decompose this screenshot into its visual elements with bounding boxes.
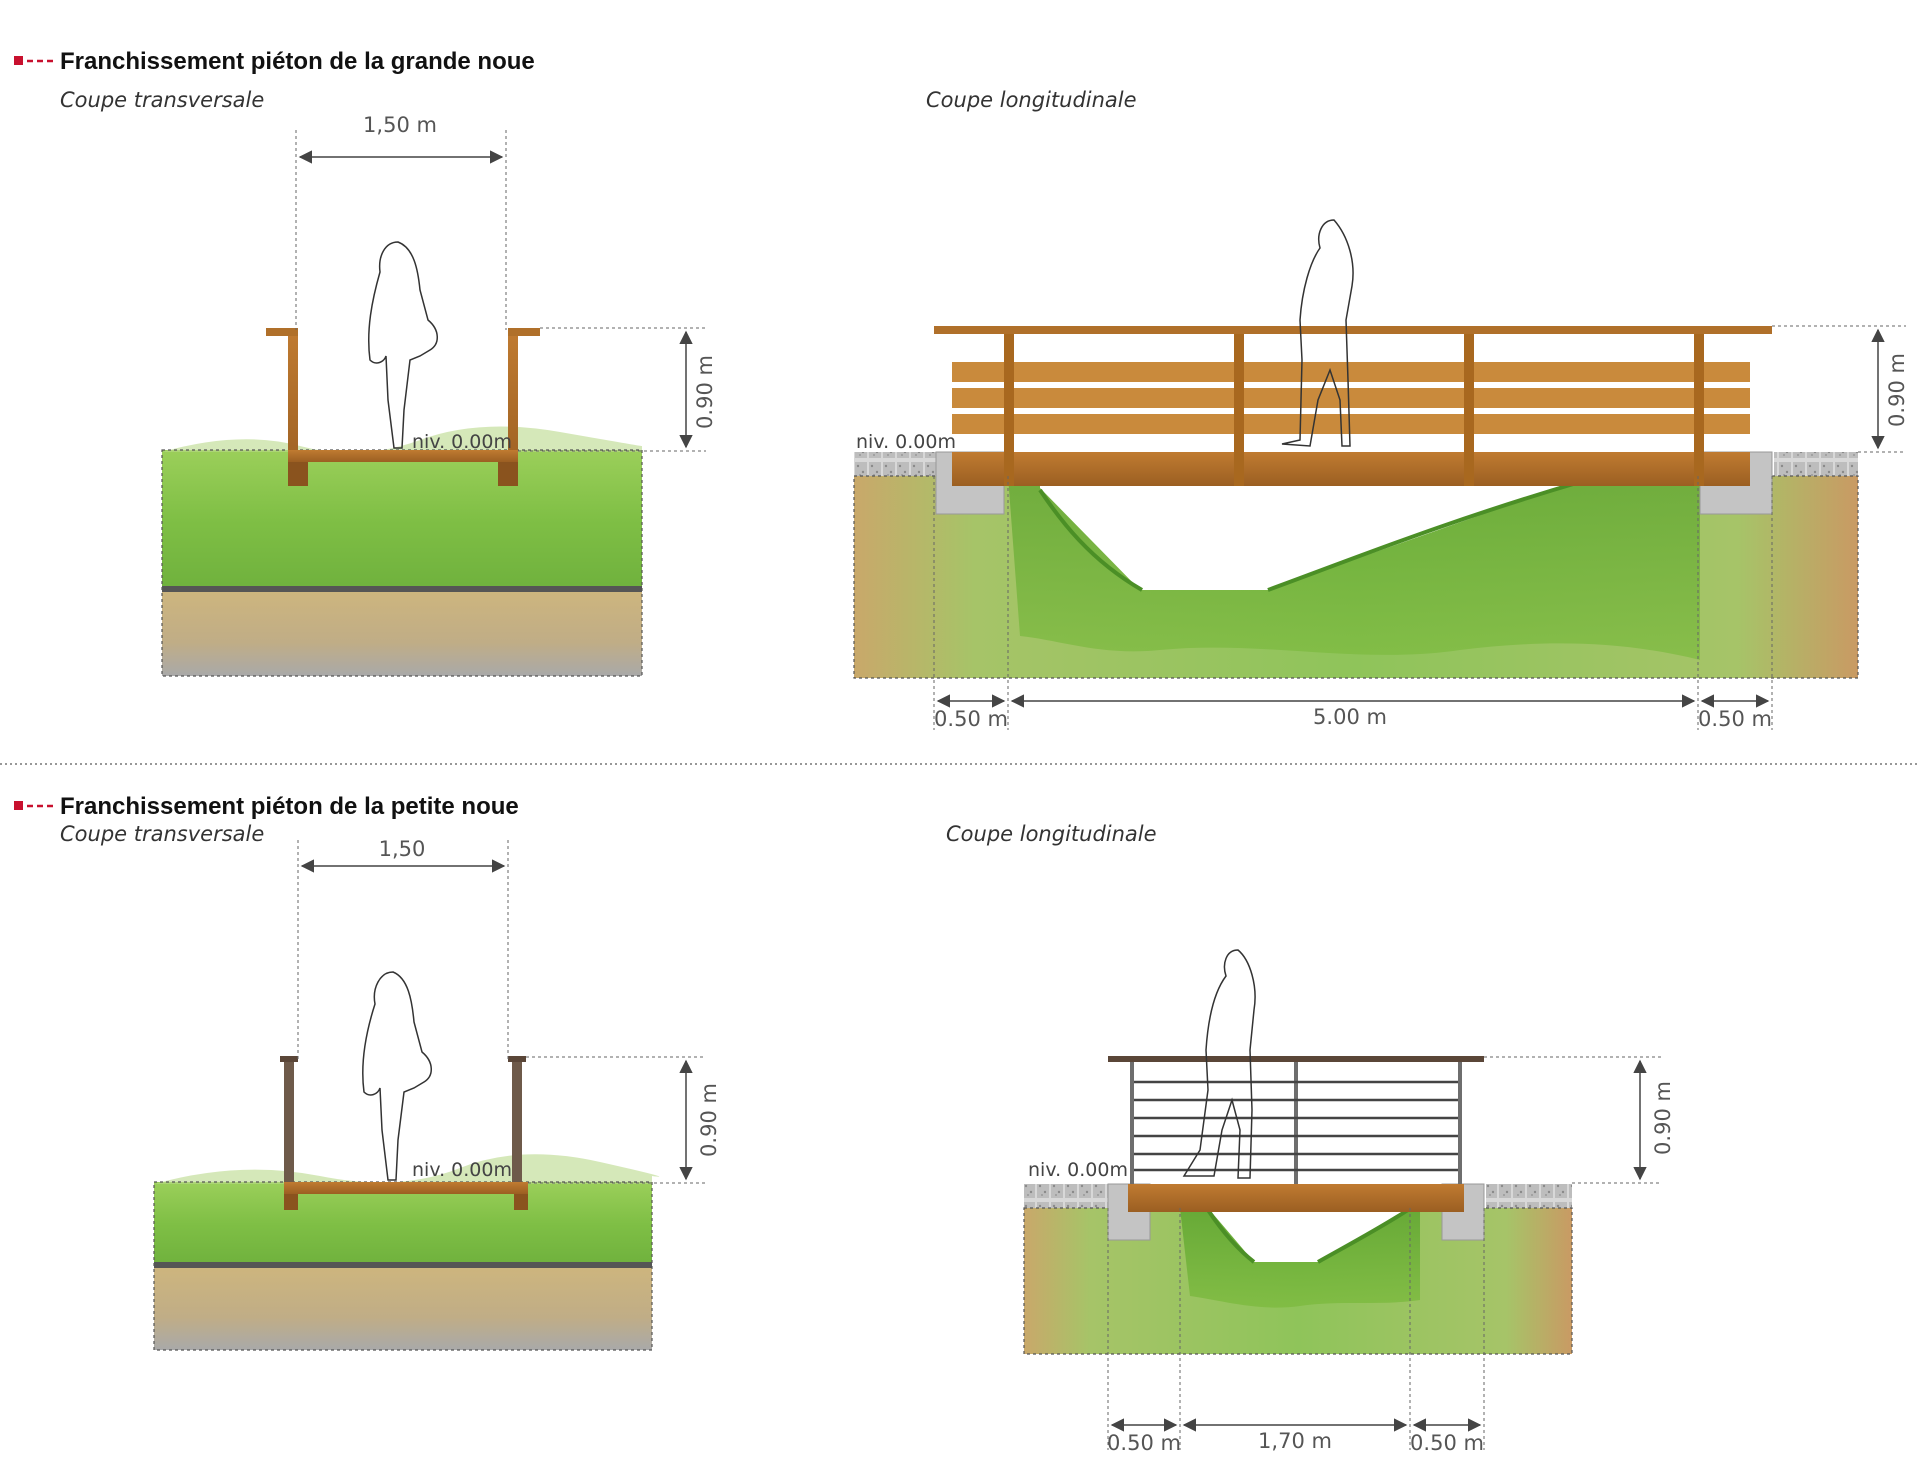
soil-layer [162,592,642,676]
dim-span: 1,70 m [1258,1429,1332,1453]
height-dimension: 0.90 m [1651,1081,1675,1155]
bridge-deck [1128,1184,1464,1212]
deck [284,1182,528,1194]
level-label: niv. 0.00m [412,431,512,453]
swale-banks [1206,1208,1410,1264]
left-handrail [266,328,298,336]
swale-opening [1040,476,1590,590]
transversal-section: 1,50 0.90 m niv. 0.00m [153,837,721,1351]
right-handrail [508,328,540,336]
dim-left: 0.50 m [1107,1431,1181,1455]
swale-vegetation [1008,476,1700,660]
deck-support-left [288,462,308,486]
separation-membrane [154,1262,652,1268]
grass-layer [154,1182,652,1266]
grass-tufts [162,426,642,453]
section-title: Franchissement piéton de la petite noue [60,793,519,820]
grass-tufts [154,1154,660,1184]
transversal-label: Coupe transversale [60,88,264,112]
right-post [512,1060,522,1186]
paving-right [1774,452,1858,476]
swale-banks [1038,480,1581,592]
width-dimension: 1,50 m [363,113,437,137]
longitudinal-section: 0.90 m niv. 0.00m 0.50 m 5.00 m 0.50 m [853,219,1909,731]
left-post [284,1060,294,1186]
railing-post-3 [1464,334,1474,486]
height-dimension: 0.90 m [697,1083,721,1157]
level-label: niv. 0.00m [412,1159,512,1181]
railing-post-2 [1234,334,1244,486]
paving-left [1024,1184,1110,1208]
railing-post-1 [1004,334,1014,486]
soil-layer [154,1268,652,1350]
rail-plank-2 [952,388,1750,408]
paving-left [854,452,936,476]
width-dimension: 1,50 [379,837,426,861]
level-label: niv. 0.00m [856,431,956,453]
bridge-deck [952,452,1750,486]
swale-opening [1208,1208,1408,1262]
separation-membrane [162,586,642,592]
dim-right: 0.50 m [1698,707,1772,731]
right-post-cap [508,1056,526,1062]
railing-post-3 [1458,1062,1462,1184]
longitudinal-section: 0.90 m niv. 0.00m 0.50 m 1,70 m 0.50 m [1023,949,1675,1455]
deck-support-left [284,1194,298,1210]
height-dimension: 0.90 m [1885,353,1909,427]
level-label: niv. 0.00m [1028,1159,1128,1181]
railing-post-4 [1694,334,1704,486]
right-post [508,328,518,486]
transversal-label: Coupe transversale [60,822,264,846]
railing-post-1 [1130,1062,1134,1184]
longitudinal-label: Coupe longitudinale [946,822,1157,846]
rail-plank-1 [952,362,1750,382]
section-petite-noue: Franchissement piéton de la petite noue … [14,793,1675,1455]
accent-square-icon [14,56,23,65]
swale-vegetation [1180,1208,1420,1308]
section-title: Franchissement piéton de la grande noue [60,48,535,75]
railing-post-2 [1294,1062,1298,1184]
left-post-cap [280,1056,298,1062]
accent-square-icon [14,801,23,810]
pedestrian-silhouette-icon [361,971,432,1181]
ground-outline [853,475,1859,679]
top-handrail [1108,1056,1484,1062]
rail-plank-3 [952,414,1750,434]
railing-bars [1134,1080,1458,1172]
ground-outline [1023,1207,1573,1355]
left-post [288,328,298,486]
section-grande-noue: Franchissement piéton de la grande noue … [14,48,1909,731]
height-dimension: 0.90 m [693,355,717,429]
pedestrian-silhouette-icon [367,241,438,449]
deck [288,450,518,462]
longitudinal-label: Coupe longitudinale [926,88,1137,112]
paving-right [1486,1184,1572,1208]
top-handrail [934,326,1772,334]
deck-support-right [498,462,518,486]
deck-support-right [514,1194,528,1210]
dim-left: 0.50 m [934,707,1008,731]
pedestrian-silhouette-icon [1182,949,1256,1179]
dim-span: 5.00 m [1313,705,1387,729]
dim-right: 0.50 m [1410,1431,1484,1455]
grass-layer [162,450,642,590]
pedestrian-silhouette-icon [1281,219,1354,447]
transversal-section: 1,50 m 0.90 m niv. 0.00m [161,113,717,677]
